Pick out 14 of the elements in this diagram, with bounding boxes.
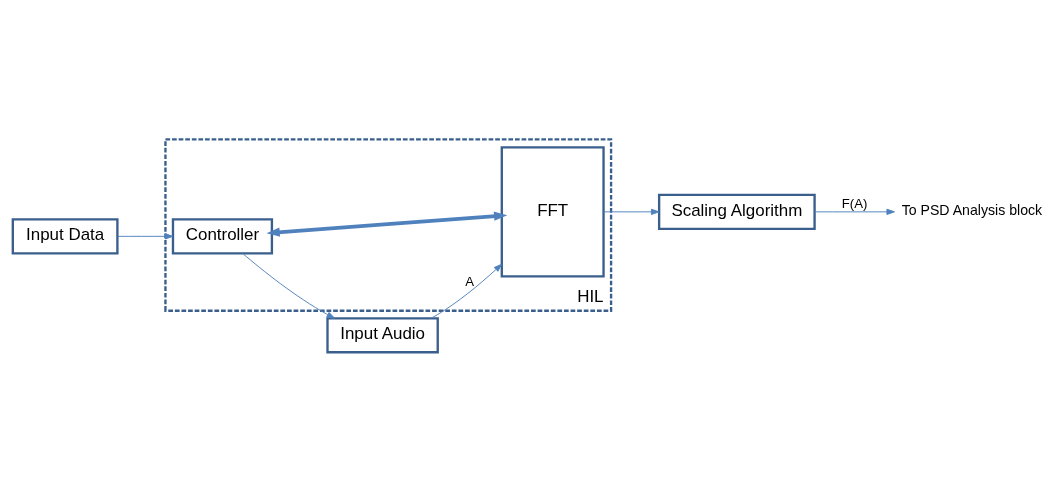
arrow [814,208,895,215]
arrow [117,233,174,240]
node-box: Scaling Algorithm [657,193,816,230]
node-box: FFT [500,146,605,278]
edge-label: A [465,274,475,290]
edge-label: F(A) [841,196,868,212]
node-box: Controller [171,218,274,255]
arrow [242,252,336,319]
arrow [266,211,508,237]
arrow [430,263,503,319]
node-box: Input Data [11,218,119,255]
node-box: Input Audio [326,317,439,354]
arrow [603,208,660,215]
node-text: To PSD Analysis block [901,202,1043,219]
